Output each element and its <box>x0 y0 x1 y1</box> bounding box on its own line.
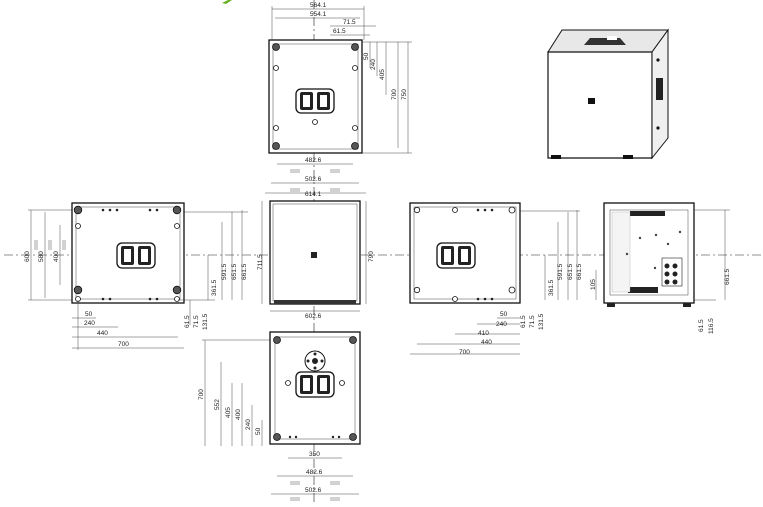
rear-view: 661.5 105 61.5 116.5 <box>590 202 731 334</box>
left-dim-131b: 131.5 <box>202 313 209 330</box>
bottom-dim-240: 240 <box>245 419 252 430</box>
front-dim-left: 711.5 <box>257 254 264 270</box>
front-dim-bottom: 602.6 <box>305 313 322 320</box>
left-side-view: 600 580 400 361.5 591.5 651.5 661.5 61.5… <box>24 202 248 350</box>
rear-dim-661: 661.5 <box>724 268 731 285</box>
top-dim-564: 564.1 <box>310 2 327 9</box>
bottom-dim-552: 552 <box>214 399 221 410</box>
right-dim-661: 661.5 <box>576 263 583 280</box>
left-dim-700: 700 <box>118 341 129 348</box>
left-dim-580: 580 <box>38 251 45 262</box>
left-dim-600: 600 <box>24 251 31 262</box>
top-dim-700: 700 <box>391 89 398 100</box>
rear-dim-61b: 61.5 <box>698 319 705 332</box>
right-dim-440: 440 <box>481 339 492 346</box>
left-dim-50: 50 <box>85 311 93 318</box>
front-view: 614.1 711.5 790 602.6 <box>257 191 375 320</box>
top-dim-50: 50 <box>363 52 370 60</box>
top-dim-405: 405 <box>379 69 386 80</box>
left-dim-71b: 71.5 <box>193 315 200 328</box>
rear-dim-105: 105 <box>590 279 597 290</box>
brand-mark <box>222 0 232 4</box>
top-dim-502: 502.6 <box>305 176 322 183</box>
right-dim-651: 651.5 <box>567 263 574 280</box>
top-dim-240: 240 <box>370 59 377 70</box>
connector-panel <box>661 257 683 287</box>
bottom-dim-405: 405 <box>225 407 232 418</box>
top-dim-61: 61.5 <box>333 28 346 35</box>
left-dim-240: 240 <box>84 320 95 327</box>
left-dim-400: 400 <box>53 251 60 262</box>
bottom-dim-400: 400 <box>235 409 242 420</box>
front-dim-top: 614.1 <box>305 191 322 198</box>
right-side-view: 361.5 591.5 651.5 661.5 61.5 71.5 131.5 … <box>409 202 583 356</box>
left-dim-661: 661.5 <box>241 263 248 280</box>
right-dim-591: 591.5 <box>557 263 564 280</box>
top-dim-71: 71.5 <box>343 19 356 26</box>
right-dim-240: 240 <box>496 321 507 328</box>
top-dim-554: 554.1 <box>310 11 327 18</box>
left-dim-591: 591.5 <box>221 263 228 280</box>
right-dim-700: 700 <box>459 349 470 356</box>
top-view: 564.1 554.1 71.5 61.5 50 240 405 700 750… <box>268 2 412 192</box>
bottom-dim-50: 50 <box>255 427 262 435</box>
left-dim-440: 440 <box>97 330 108 337</box>
bottom-view: 700 552 405 400 240 50 350 482.6 502.6 <box>198 331 361 501</box>
right-dim-71b: 71.5 <box>529 315 536 328</box>
front-dim-right: 790 <box>368 251 375 262</box>
left-dim-361: 361.5 <box>211 279 218 296</box>
left-dim-61b: 61.5 <box>184 315 191 328</box>
right-dim-410: 410 <box>478 330 489 337</box>
top-dim-482: 482.6 <box>305 157 322 164</box>
bottom-dim-700: 700 <box>198 389 205 400</box>
bottom-dim-482: 482.6 <box>306 469 323 476</box>
bottom-dim-502: 502.6 <box>305 487 322 494</box>
rear-dim-116b: 116.5 <box>708 318 715 334</box>
right-dim-61b: 61.5 <box>520 315 527 328</box>
top-dim-750: 750 <box>401 89 408 100</box>
right-dim-131b: 131.5 <box>538 313 545 330</box>
isometric-view <box>547 28 669 160</box>
top-view-outline <box>268 39 363 154</box>
right-dim-361: 361.5 <box>548 279 555 296</box>
right-dim-50: 50 <box>500 311 508 318</box>
top-handle <box>295 88 335 114</box>
left-dim-651: 651.5 <box>231 263 238 280</box>
bottom-dim-350: 350 <box>309 451 320 458</box>
